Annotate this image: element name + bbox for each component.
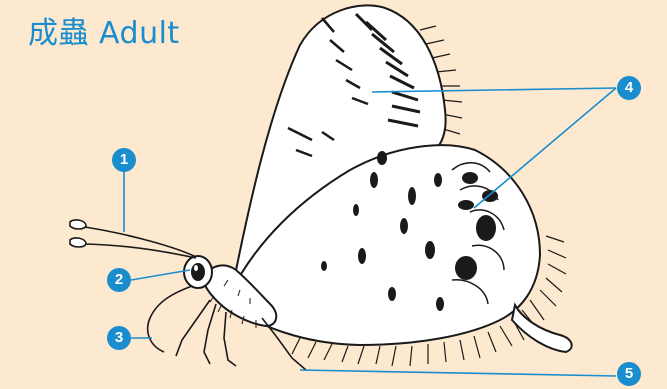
hindwing-tail xyxy=(512,305,572,352)
callout-line-4b xyxy=(474,88,616,208)
callout-badge-1: 1 xyxy=(112,148,136,172)
page-title: 成蟲 Adult xyxy=(28,8,180,52)
antennae xyxy=(78,226,196,258)
callout-badge-5: 5 xyxy=(617,362,641,386)
antenna-clubs xyxy=(70,220,86,247)
callout-line-5 xyxy=(300,370,616,376)
callout-badge-3: 3 xyxy=(107,326,131,350)
callout-line-2 xyxy=(131,270,190,280)
callout-badge-4: 4 xyxy=(617,76,641,100)
compound-eye xyxy=(191,263,205,281)
eye-highlight xyxy=(194,265,198,271)
proboscis xyxy=(148,286,192,352)
callout-badge-2: 2 xyxy=(107,268,131,292)
